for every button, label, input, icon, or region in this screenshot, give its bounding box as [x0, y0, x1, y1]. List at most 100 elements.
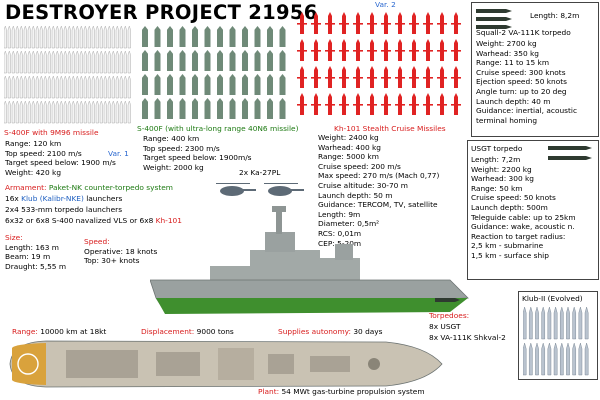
armament-line-3: 6x32 or 6x8 S-400 navalized VLS or 6x8 K… [5, 216, 182, 226]
kh101-missile-wing [395, 23, 405, 25]
s400f-missile-icon [127, 100, 131, 124]
usgt-spec: Range: 50 km [471, 183, 523, 193]
s400f-missile-icon [75, 26, 79, 49]
kh101-missile-wing [437, 50, 447, 52]
40n6-missile-icon [242, 26, 248, 47]
page-title: DESTROYER PROJECT 21956 [5, 1, 318, 24]
klub-missile-icon [529, 306, 533, 340]
kh101-spec: Warhead: 400 kg [318, 142, 381, 152]
s400f-missile-icon [23, 50, 27, 74]
s400f-missile-icon [31, 100, 35, 124]
40n6-missile-icon [142, 26, 148, 47]
s400f-missile-icon [91, 26, 95, 49]
s400f-missile-icon [4, 26, 7, 49]
s400f-missile-icon [67, 26, 71, 49]
kh101-missile-wing [423, 50, 433, 52]
klub-missile-icon [547, 342, 552, 376]
displacement-value: 9000 tons [194, 327, 234, 336]
kh101-missile-wing [381, 50, 391, 52]
s400f-missile-icon [35, 100, 39, 124]
s400f-missile-icon [7, 75, 11, 99]
s400f-missile-icon [55, 50, 59, 74]
s400f-missile-icon [59, 50, 63, 74]
s400f-missile-icon [23, 75, 27, 99]
supplies-label: Supplies autonomy: [278, 327, 351, 336]
s400f-long-specs: Range: 400 km Top speed: 2300 m/s Target… [143, 134, 252, 172]
s400f-missile-icon [59, 100, 63, 124]
s400f-missile-icon [71, 50, 75, 74]
plant-info: Plant: 54 MWt gas-turbine propulsion sys… [258, 387, 425, 397]
klub-missile-icon [572, 306, 576, 340]
s400f-missile-icon [15, 75, 19, 99]
ship-waterline [156, 298, 468, 314]
torpedoes-line: 8x USGT [429, 322, 461, 331]
kh101-missile-wing [451, 23, 461, 25]
kh101-missile-wing [311, 23, 321, 25]
40n6-missile-icon [154, 26, 161, 47]
klub-panel: Klub-II (Evolved) [518, 291, 598, 380]
s400f-missile-icon [15, 26, 19, 49]
kh101-missile-wing [353, 50, 363, 52]
s400f-missile-icon [71, 100, 75, 124]
usgt-torpedo-icons [548, 146, 592, 160]
armament-line-1: 16x Klub (Kalibr-NKE) launchers [5, 194, 122, 204]
s400f-missile-icon [87, 75, 91, 99]
s400f-missile-icon [75, 100, 79, 124]
s400f-missile-icon [91, 75, 95, 99]
kh101-spec: CEP: 5-20m [318, 238, 362, 248]
kh101-missile-wing [297, 50, 307, 52]
usgt-spec: Reaction to target radius: [471, 231, 566, 241]
kh101-name: Kh-101 Stealth Cruise Missiles [334, 124, 446, 133]
s400f-missile-icon [63, 75, 67, 99]
s400f-missile-icon [43, 50, 47, 74]
klub-missile-icon [541, 342, 545, 376]
armament-text: 16x [5, 194, 22, 203]
s400f-missile-icon [35, 50, 39, 74]
40n6-missile-icon [179, 50, 186, 71]
40n6-missile-icon [167, 50, 173, 71]
s400f-missile-icon [115, 50, 119, 74]
s400f-missile-icon [19, 50, 23, 74]
kh101-missile-wing [311, 50, 321, 52]
s400f-missile-icon [27, 50, 31, 74]
var2-label: Var. 2 [375, 0, 396, 9]
speed-spec: Top: 30+ knots [84, 256, 140, 266]
s400f-missile-icon [67, 75, 71, 99]
klub-missile-icon [566, 306, 570, 340]
speed-block: Speed: Operative: 18 knots Top: 30+ knot… [84, 237, 157, 266]
40n6-missile-icon [267, 98, 273, 119]
s400f-missile-icon [27, 100, 31, 124]
40n6-missile-icon [204, 50, 211, 71]
s400f-missile-icon [63, 100, 67, 124]
s400f-missile-icon [43, 75, 47, 99]
s400f-missile-icon [7, 26, 11, 49]
kh101-missile-wing [325, 23, 335, 25]
s400f-spec: Range: 120 km [5, 139, 62, 148]
kh101-missile-wing [381, 104, 391, 106]
armament-text: 6x32 or 6x8 S-400 navalized VLS or 6x8 [5, 216, 156, 225]
s400f-missile-icon [107, 26, 111, 49]
s400f-missile-icon [127, 50, 131, 74]
size-label: Size: [5, 233, 23, 242]
40n6-missile-icon [179, 74, 186, 95]
s400f-missile-icon [123, 100, 127, 124]
usgt-spec: Length: 7,2m [471, 155, 521, 164]
squall-spec: Cruise speed: 300 knots [476, 67, 566, 77]
s400f-missile-icon [103, 50, 107, 74]
40n6-missile-icon [279, 74, 286, 95]
kh101-missile-wing [339, 104, 349, 106]
s400f-missile-icon [19, 26, 23, 49]
s400f-long-name: S-400F (with ultra-long range 40N6 missi… [137, 124, 299, 133]
size-spec: Draught: 5,55 m [5, 261, 67, 271]
squall-spec: Weight: 2700 kg [476, 39, 537, 48]
s400f-missile-icon [95, 100, 99, 124]
40n6-missile-icon [167, 26, 173, 47]
s400f-missile-icon [47, 75, 51, 99]
s400f-missile-icon [83, 100, 87, 124]
kh101-spec: Guidance: TERCOM, TV, satellite [318, 200, 438, 210]
kh101-missile-wing [339, 77, 349, 79]
kh101-missile-wing [311, 77, 321, 79]
klub-missile-icon [578, 306, 583, 340]
s400f-missile-icon [127, 75, 131, 99]
s400f-missile-icon [119, 26, 123, 49]
